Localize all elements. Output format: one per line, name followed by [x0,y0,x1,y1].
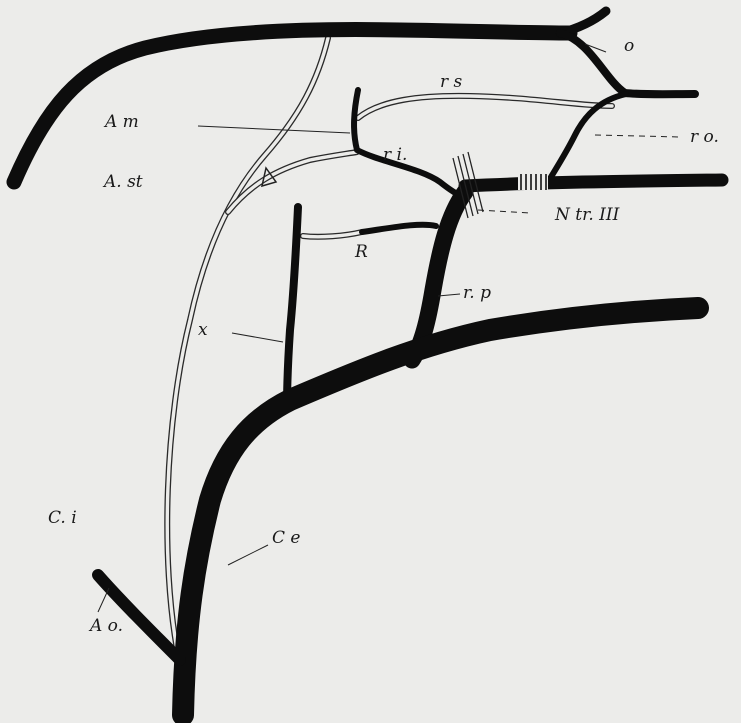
vessel-ce [183,308,698,715]
vessel-o-upper [560,11,606,33]
vessel-arch [14,30,570,182]
label-ast: A. st [104,172,143,192]
label-am: A m [105,112,139,132]
vessel-ntr [465,180,722,186]
vessel-ri [354,90,465,198]
label-x: x [198,320,208,340]
label-R: R [355,242,368,262]
label-o: o [624,36,634,56]
vessel-R [362,225,436,232]
label-ci: C. i [48,508,77,528]
nerve-band-white [518,174,548,190]
label-ce: C e [272,528,300,548]
label-rp: r. p [463,283,491,303]
label-ri: r i. [383,145,407,165]
vessel-x [287,207,298,408]
vessel-rs-outer [358,96,612,118]
label-ntr: N tr. III [555,205,619,225]
label-ro: r o. [690,127,719,147]
label-ao: A o. [90,616,123,636]
label-rs: r s [440,72,462,92]
